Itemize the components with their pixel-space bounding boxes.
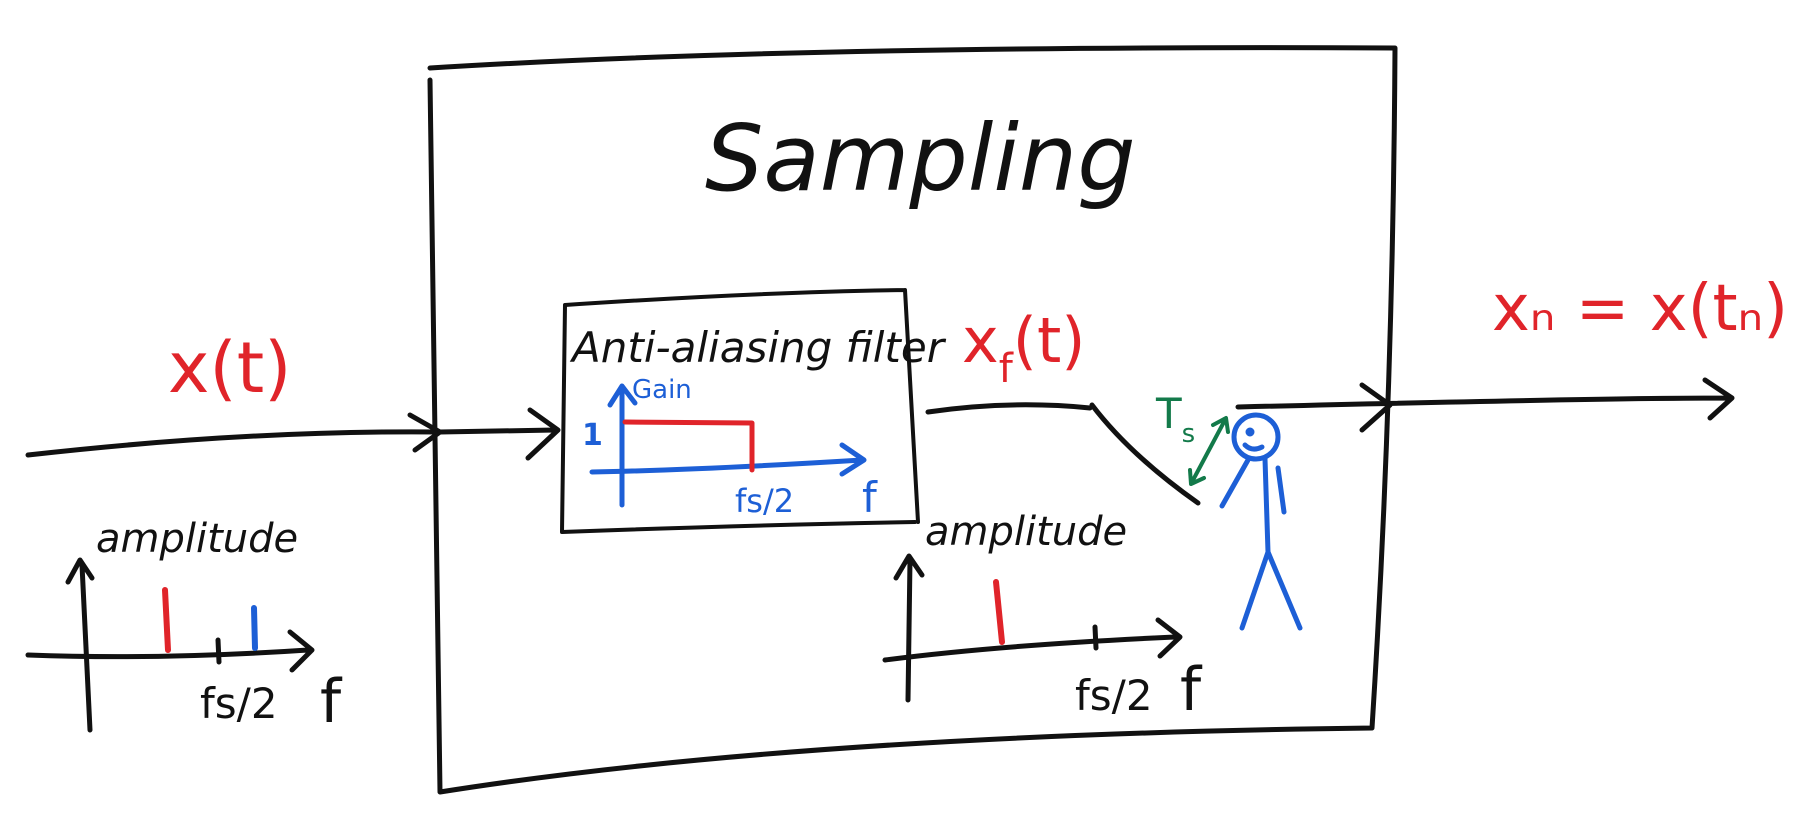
left-spectrum-nyquist-label: fs/2: [200, 679, 278, 728]
box-output-arrow: [1359, 382, 1393, 433]
right-spectrum-freq-label: f: [1180, 655, 1203, 725]
filter-passband: [622, 419, 755, 473]
right-spectrum-nyquist-tick: [1092, 624, 1099, 651]
sampling-title: Sampling: [705, 105, 1136, 212]
filter-cutoff-label: fs/2: [735, 482, 794, 520]
output-signal-label: xₙ = x(tₙ): [1492, 272, 1788, 346]
filtered-signal-arg: (t): [1013, 304, 1086, 377]
left-spectrum-blue-component: [251, 605, 258, 651]
sampling-period-main: T: [1155, 389, 1182, 438]
sampling-switch-icon: [1089, 402, 1201, 506]
filter-gain-value: 1: [582, 418, 603, 453]
output-signal-line: [1235, 377, 1735, 421]
sampling-period-arrow: [1188, 416, 1230, 486]
left-spectrum-amplitude-label: amplitude: [96, 516, 298, 562]
left-spectrum-freq-label: f: [320, 667, 343, 737]
sampling-period-sub: s: [1182, 419, 1196, 449]
right-spectrum-nyquist-label: fs/2: [1075, 671, 1153, 720]
filter-freq-axis: [589, 442, 867, 477]
stick-figure-icon: [1219, 412, 1303, 631]
filter-freq-label: f: [862, 473, 878, 522]
right-spectrum-amplitude-label: amplitude: [925, 509, 1127, 555]
input-signal-line: [25, 412, 443, 458]
filtered-signal-main: x: [962, 304, 999, 377]
sampling-period-label: Ts: [1155, 389, 1195, 449]
filter-title: Anti-aliasing filter: [569, 323, 947, 372]
left-spectrum-amplitude-axis: [65, 557, 95, 733]
filtered-signal-sub: f: [999, 346, 1014, 392]
filter-input-arrow: [437, 407, 561, 461]
filter-box: [560, 288, 920, 534]
left-spectrum-red-component: [162, 587, 171, 653]
right-spectrum-freq-axis: [882, 617, 1183, 663]
right-spectrum-red-component: [993, 579, 1005, 645]
filter-gain-axis-label: Gain: [632, 375, 692, 405]
input-signal-label: x(t): [168, 327, 292, 409]
right-spectrum-amplitude-axis: [893, 553, 925, 703]
filtered-signal-label: xf(t): [962, 304, 1085, 392]
filtered-signal-line: [925, 402, 1093, 415]
filter-gain-axis: [607, 383, 638, 508]
left-spectrum-freq-axis: [25, 629, 315, 673]
left-spectrum-nyquist-tick: [215, 637, 222, 665]
